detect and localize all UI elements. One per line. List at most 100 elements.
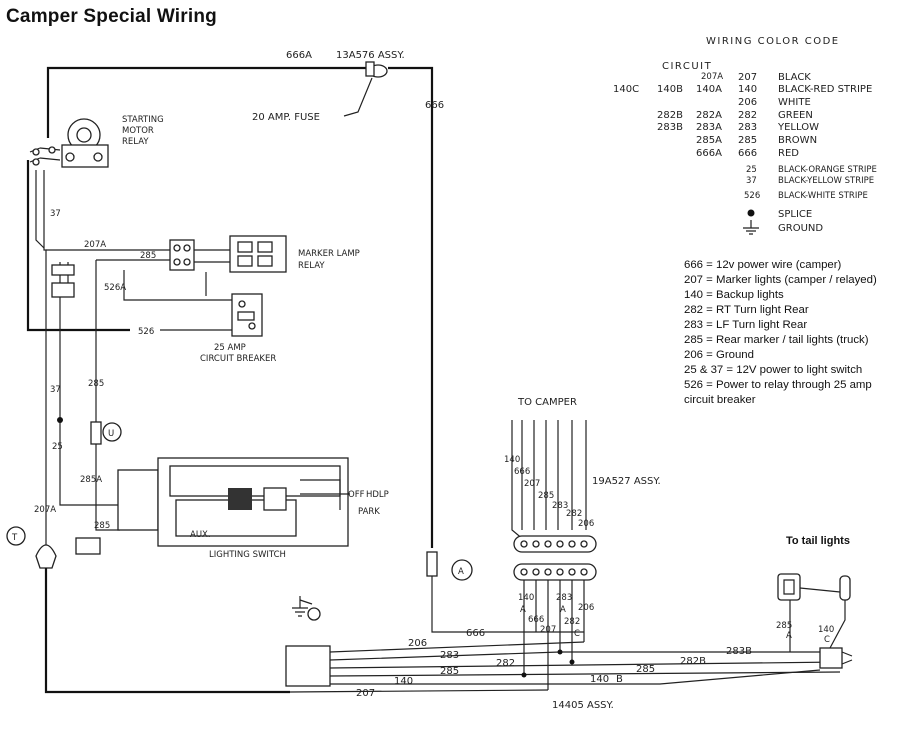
harness-label-140b: 140 [590,674,609,685]
harness-label-140: 140 [394,676,413,687]
wire-label-37: 37 [50,209,61,219]
wire-label-207a-top: 207A [84,240,106,250]
notes-block: 666 = 12v power wire (camper) 207 = Mark… [684,259,877,406]
camper-wire-282: 282 [566,509,582,519]
harness-label-283b: 283B [726,646,752,657]
camper-wire-283: 283 [552,501,568,511]
splice-icon [747,209,755,217]
wire-666 [388,66,434,548]
note-9: 526 = Power to relay through 25 amp [684,379,872,391]
wire-label-526a: 526A [104,283,126,293]
switch-aux: AUX. [190,530,211,540]
note-8: 25 & 37 = 12V power to light switch [684,364,862,376]
note-4: 282 = RT Turn light Rear [684,304,809,316]
cc-row-4-num: 282 [738,110,757,121]
camper-wire-206: 206 [578,519,594,529]
ground-symbol [292,596,321,621]
harness-label-283: 283 [440,650,459,661]
ground-legend: GROUND [778,223,823,234]
circuit-heading: CIRCUIT [662,61,712,72]
assy-14405-label: 14405 ASSY. [552,700,614,711]
wire-282-harness [329,661,841,669]
lower-wire-140: 140 [518,593,534,603]
connector-bottom-left [75,537,101,555]
note-3: 140 = Backup lights [684,289,784,301]
cc-row-4-c3: 282A [696,110,722,121]
connector-u [90,421,102,445]
marker-lamp-relay [169,235,287,273]
note-7: 206 = Ground [684,349,754,361]
cc-row-2-color: BLACK-RED STRIPE [778,84,872,95]
wire-label-285-switch: 285 [94,521,110,531]
splice-140 [521,672,527,678]
cc-row-7-c3: 666A [696,148,722,159]
cc-row-8-color: BLACK-ORANGE STRIPE [778,165,877,175]
harness-label-666: 666 [466,628,485,639]
harness-label-207: 207 [356,688,375,699]
cc-row-4-c2: 282B [657,110,683,121]
cc-row-1-num: 207 [738,72,757,83]
note-2: 207 = Marker lights (camper / relayed) [684,274,877,286]
wire-label-666: 666 [425,100,444,111]
lower-wire-a1: A [520,605,526,615]
wire-207-bottom [44,568,290,694]
cc-row-2-c1: 140C [613,84,639,95]
lighting-switch [117,457,350,547]
harness-label-206: 206 [408,638,427,649]
fuse-holder [343,61,388,117]
assy-19a527-label: 19A527 ASSY. [592,476,661,487]
tail-label-285: 285 [776,621,792,631]
note-6: 285 = Rear marker / tail lights (truck) [684,334,869,346]
note-1: 666 = 12v power wire (camper) [684,259,842,271]
lower-wire-a2: A [560,605,566,615]
cc-row-6-color: BROWN [778,135,817,146]
wire-label-526: 526 [138,327,154,337]
note-5: 283 = LF Turn light Rear [684,319,807,331]
wire-526a [123,270,232,301]
harness-label-285: 285 [440,666,459,677]
connector-left-2 [51,282,75,298]
ground-icon [743,220,759,235]
connector-left-1 [51,264,75,276]
wire-666a [46,66,370,138]
wire-label-285-mid: 285 [88,379,104,389]
cc-row-3-color: WHITE [778,97,811,108]
lower-wire-bundle [523,580,585,690]
cc-row-2-num: 140 [738,84,757,95]
connector-a [426,551,438,577]
cc-row-2-c3: 140A [696,84,722,95]
marker-u-circle [102,422,122,442]
switch-off: OFF [348,490,365,500]
wire-37 [43,170,47,560]
marker-t-circle [6,526,26,546]
camper-wire-140: 140 [504,455,520,465]
wire-label-25: 25 [52,442,63,452]
wire-label-207a-left: 207A [34,505,56,515]
splice-dot-25 [57,417,63,423]
splice-legend: SPLICE [778,209,812,220]
wire-140-harness [330,669,821,685]
fuse-label: 20 AMP. FUSE [252,112,320,123]
starting-relay-label-1: STARTING [122,115,164,125]
breaker-label-1: 25 AMP [214,343,246,353]
cc-row-1-color: BLACK [778,72,811,83]
cc-row-4-color: GREEN [778,110,813,121]
lower-wire-283: 283 [556,593,572,603]
marker-relay-label-2: RELAY [298,261,325,271]
harness-label-285-tail: 285 [636,664,655,675]
camper-wire-207: 207 [524,479,540,489]
wire-283-harness [329,651,840,661]
to-camper-label: TO CAMPER [517,397,577,408]
cc-row-3-num: 206 [738,97,757,108]
lower-wire-c: C [574,629,580,639]
assy-13a576-label: 13A576 ASSY. [336,50,405,61]
marker-a-circle [451,559,473,581]
lamp-t [35,544,57,569]
wire-label-285-relay: 285 [140,251,156,261]
starting-motor-relay [29,118,109,168]
switch-park: PARK [358,507,380,517]
starting-relay-label-2: MOTOR [122,126,154,136]
wire-207-harness [289,689,549,693]
wire-25 [59,297,118,506]
